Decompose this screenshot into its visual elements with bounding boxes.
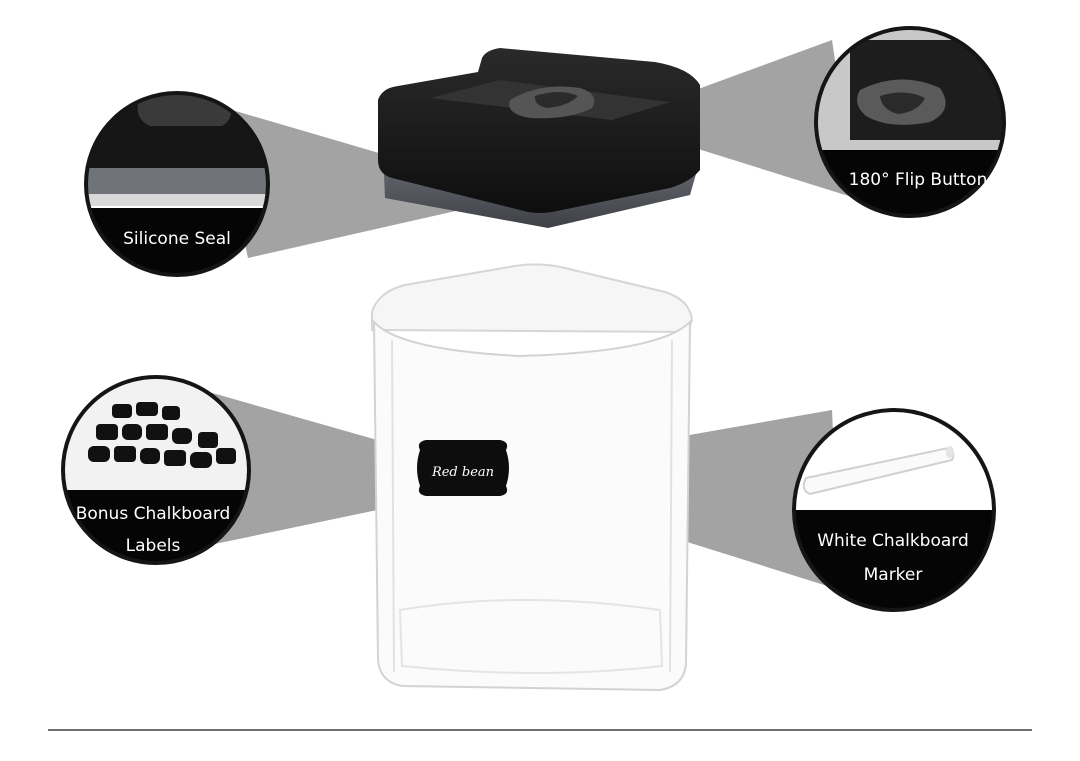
label-tag-text: Red bean <box>431 465 494 480</box>
callout-chalkboard-marker: White Chalkboard Marker <box>792 408 996 612</box>
container-rim <box>371 263 694 334</box>
lid-body <box>378 48 700 213</box>
callout-silicone-seal: Silicone Seal <box>84 91 270 277</box>
bottom-divider <box>48 729 1032 731</box>
chalkboard-label-tag: Red bean <box>417 440 509 496</box>
container-base-outline <box>398 599 664 674</box>
beam-flip-button <box>690 40 855 198</box>
marker-caption-line2: Marker <box>864 565 923 585</box>
seal-closeup-button <box>137 95 232 126</box>
labels-caption-line2: Labels <box>126 536 181 556</box>
silicone-seal-caption: Silicone Seal <box>123 229 231 249</box>
caption-band <box>794 510 994 610</box>
clear-container <box>371 263 694 692</box>
label-sheet-tags <box>88 402 236 468</box>
labels-caption-line1: Bonus Chalkboard <box>76 504 231 524</box>
container-edge-right <box>669 339 673 673</box>
container-edge-left <box>391 339 395 673</box>
label-tag-shape <box>417 440 509 496</box>
callout-flip-button: 180° Flip Button <box>814 26 1006 218</box>
marker-caption-line1: White Chalkboard <box>817 531 969 551</box>
flip-button-grip <box>534 92 578 108</box>
flip-button-caption: 180° Flip Button <box>849 170 988 190</box>
container-body <box>372 319 692 692</box>
callout-chalkboard-labels: Bonus Chalkboard Labels <box>61 375 251 565</box>
beam-silicone-seal <box>215 105 460 258</box>
beam-labels <box>195 388 430 545</box>
container-lid <box>378 48 700 228</box>
seal-closeup-band <box>86 168 268 194</box>
